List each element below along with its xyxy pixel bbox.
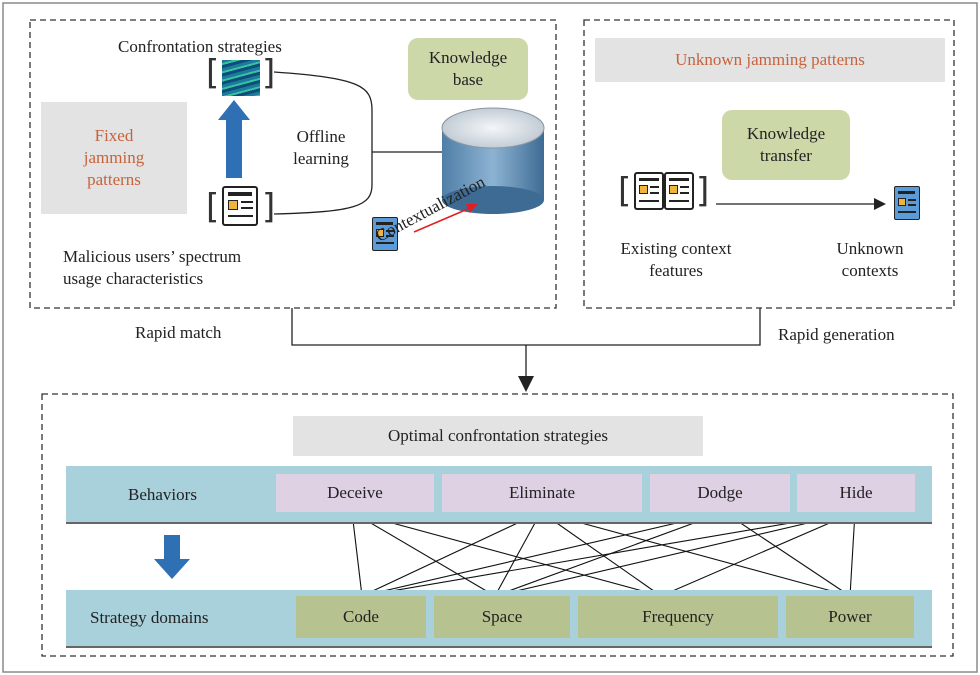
rapid-match-connector — [291, 308, 761, 346]
right-bracket-context: ] — [696, 171, 710, 211]
fixed-patterns-line-2: jamming — [83, 148, 145, 167]
down-arrow-icon — [154, 535, 190, 579]
left-bracket: [ — [206, 53, 220, 93]
behaviors-label: Behaviors — [128, 485, 197, 504]
fixed-patterns-line-1: Fixed — [94, 126, 134, 145]
malicious-line-1: Malicious users’ spectrum — [63, 247, 242, 266]
left-bracket-doc: [ — [206, 187, 220, 227]
unknown-contexts-line-1: Unknown — [836, 239, 904, 258]
fixed-patterns-line-3: patterns — [87, 170, 141, 189]
knowledge-transfer-box: Knowledge transfer — [722, 110, 850, 180]
bottom-panel-border — [41, 393, 954, 657]
merge-arrowhead — [518, 376, 534, 392]
blue-up-arrow — [218, 100, 250, 178]
behavior-domain-links — [351, 511, 856, 597]
contextualization-arrow — [413, 204, 478, 233]
offline-line-1: Offline — [296, 127, 346, 146]
top-left-panel-border — [29, 19, 557, 309]
knowledge-base-line-1: Knowledge — [428, 48, 508, 67]
knowledge-transfer-line-2: transfer — [760, 146, 812, 165]
context-document-icon-2 — [664, 172, 694, 210]
left-bracket-context: [ — [618, 171, 632, 211]
right-bracket-doc: ] — [262, 187, 276, 227]
offline-line-2: learning — [293, 149, 349, 168]
optimal-strategies-box: Optimal confrontation strategies — [293, 416, 703, 456]
confrontation-strategies-label: Confrontation strategies — [118, 37, 282, 56]
strategy-domains-label: Strategy domains — [90, 608, 209, 627]
behavior-deceive: Deceive — [276, 474, 434, 512]
existing-line-2: features — [649, 261, 703, 280]
malicious-users-label: Malicious users’ spectrum usage characte… — [63, 246, 323, 290]
knowledge-base-box: Knowledge base — [408, 38, 528, 100]
knowledge-transfer-line-1: Knowledge — [746, 124, 826, 143]
rapid-match-label: Rapid match — [135, 323, 222, 342]
context-document-icon-1 — [634, 172, 664, 210]
document-icon — [222, 186, 258, 226]
behavior-dodge: Dodge — [650, 474, 790, 512]
behavior-hide: Hide — [797, 474, 915, 512]
domain-frequency: Frequency — [578, 596, 778, 638]
fixed-jamming-patterns-box: Fixed jamming patterns — [41, 102, 187, 214]
knowledge-transfer-arrow — [716, 198, 886, 210]
blue-document-icon — [372, 217, 398, 251]
knowledge-base-line-2: base — [452, 70, 484, 89]
offline-learning-label: Offline learning — [276, 126, 366, 170]
top-right-panel-border — [583, 19, 955, 309]
unknown-contexts-label: Unknown contexts — [810, 238, 930, 282]
unknown-contexts-line-2: contexts — [841, 261, 899, 280]
right-bracket: ] — [262, 53, 276, 93]
domain-power: Power — [786, 596, 914, 638]
malicious-line-2: usage characteristics — [63, 269, 204, 288]
rapid-generation-label: Rapid generation — [778, 325, 895, 344]
domain-code: Code — [296, 596, 426, 638]
behavior-eliminate: Eliminate — [442, 474, 642, 512]
unknown-jamming-patterns-box: Unknown jamming patterns — [595, 38, 945, 82]
domain-space: Space — [434, 596, 570, 638]
unknown-context-document-icon — [894, 186, 920, 220]
existing-context-label: Existing context features — [596, 238, 756, 282]
existing-line-1: Existing context — [620, 239, 732, 258]
spectrum-waterfall-icon — [222, 60, 260, 96]
offline-learning-brace — [273, 71, 373, 215]
